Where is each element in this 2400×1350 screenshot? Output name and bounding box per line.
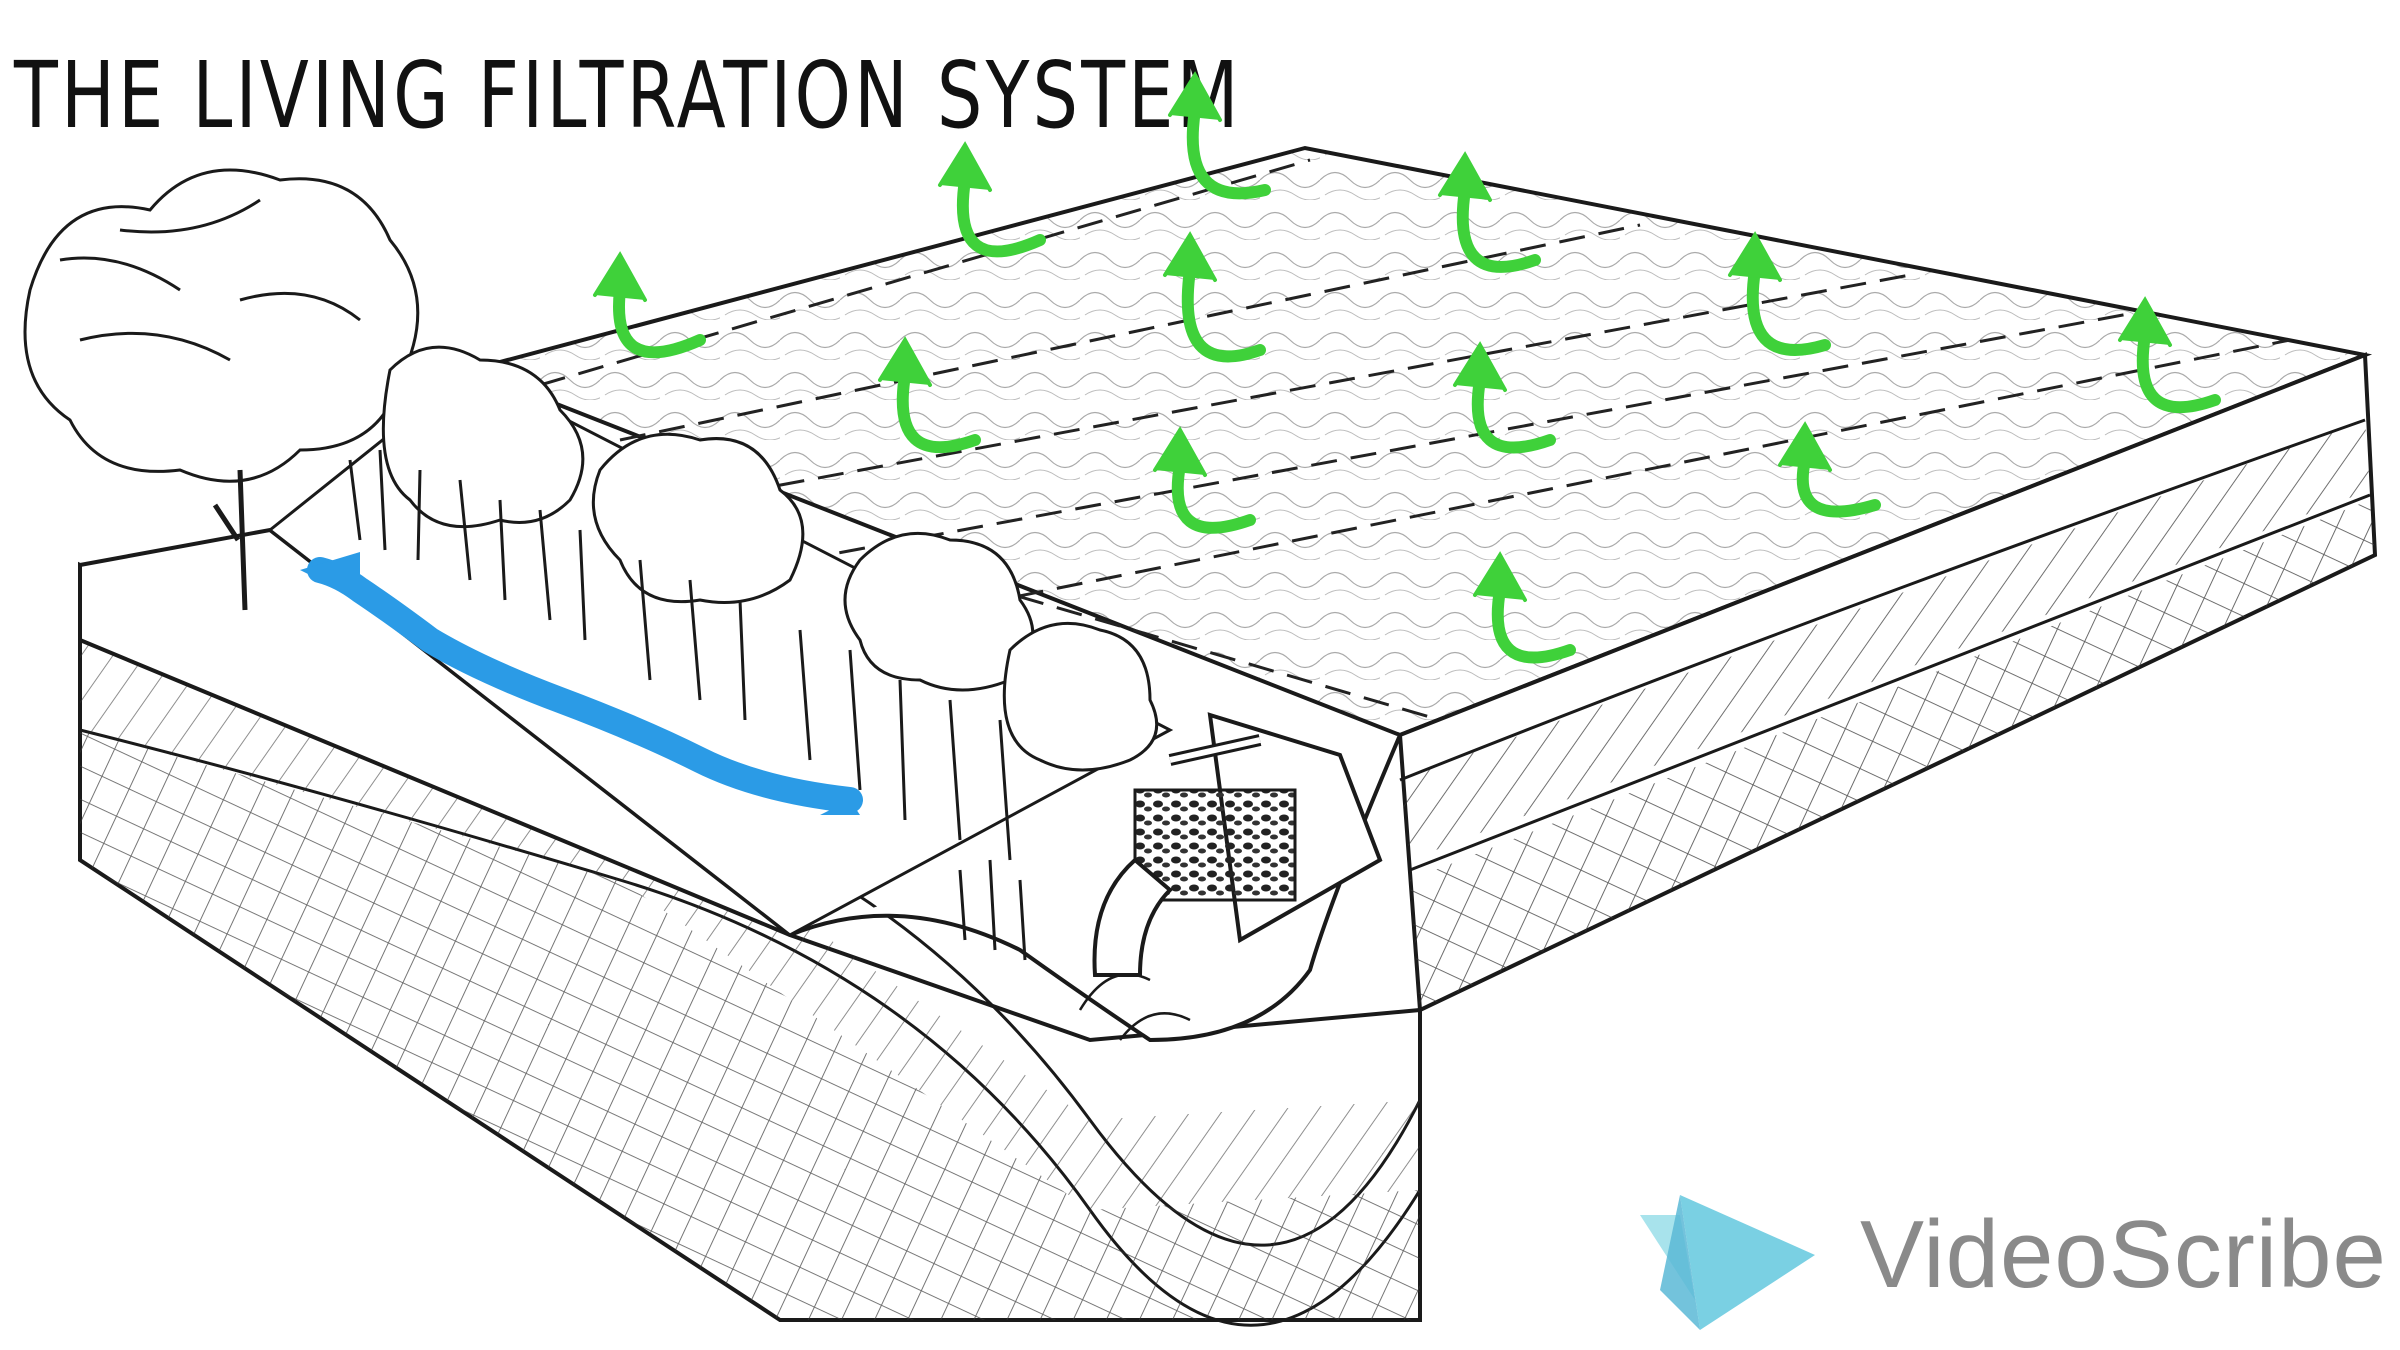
evapo-arrow [1778,421,1881,518]
evapo-arrow [878,336,981,454]
evapo-arrow [1163,231,1266,363]
evapo-arrow [1438,151,1541,273]
field-soil-profile [1397,352,2378,1014]
evapo-arrow [1728,231,1831,356]
videoscribe-watermark-text: VideoScribe [1860,1201,2387,1308]
evapo-arrow [593,251,706,359]
evapo-arrow [938,141,1046,258]
river-flow [300,552,863,815]
evapo-arrow [1473,551,1576,664]
evapotranspiration-arrows [593,71,2221,664]
evapo-arrow [1168,71,1271,200]
evapo-arrow [1153,426,1256,534]
evapo-arrow [2118,296,2221,414]
evapo-arrow [1453,341,1556,454]
videoscribe-play-icon [1640,1195,1815,1330]
riparian-vegetation [23,168,1159,961]
diagram-title: THE LIVING FILTRATION SYSTEM [14,42,1242,149]
filtration-box [1092,712,1383,977]
